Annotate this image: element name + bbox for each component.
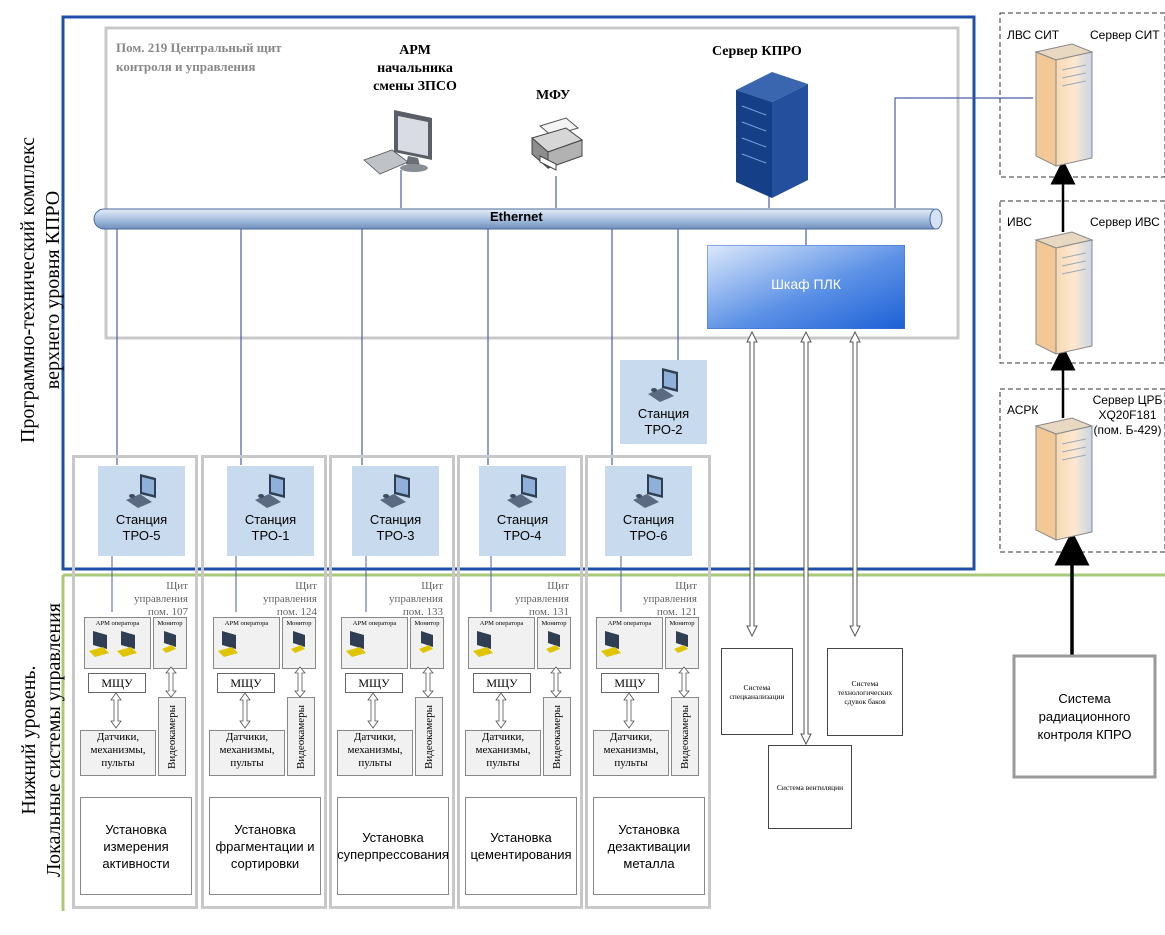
cameras-box-3: Видеокамеры bbox=[415, 697, 443, 776]
mcu-box-2: МЩУ bbox=[217, 673, 275, 693]
lvs-sit-label: ЛВС СИТ bbox=[1007, 28, 1060, 42]
upper-level-frame bbox=[61, 15, 976, 571]
unit-frame-1 bbox=[72, 455, 198, 909]
operator-pc-icon bbox=[473, 631, 493, 657]
monitor-icon bbox=[291, 631, 305, 653]
arm-operator-3[interactable]: АРМ оператора bbox=[341, 617, 408, 669]
server-sit-label: Сервер СИТ bbox=[1090, 28, 1160, 42]
monitor-icon bbox=[546, 631, 560, 653]
sensors-box-1: Датчики,механизмы,пульты bbox=[80, 730, 156, 776]
server-sit-icon[interactable] bbox=[1032, 42, 1096, 170]
mcu-box-1: МЩУ bbox=[88, 673, 146, 693]
operator-pc-icon bbox=[601, 631, 621, 657]
arm-operator-5[interactable]: АРМ оператора bbox=[596, 617, 663, 669]
station-label-line-1: Станция bbox=[637, 406, 690, 421]
arm-operator-2[interactable]: АРМ оператора bbox=[213, 617, 280, 669]
ethernet-label: Ethernet bbox=[490, 209, 543, 224]
server-kpro-label: Сервер КПРО bbox=[712, 44, 802, 59]
room-219-frame bbox=[104, 26, 960, 340]
station-tro-2[interactable]: Станция ТРО-2 bbox=[620, 360, 707, 444]
ivs-label: ИВС bbox=[1007, 215, 1032, 229]
computer-icon bbox=[647, 368, 678, 402]
monitor-3[interactable]: Монитор bbox=[410, 617, 444, 669]
arm-operator-1[interactable]: АРМ оператора bbox=[84, 617, 151, 669]
server-kpro-icon[interactable] bbox=[734, 70, 810, 200]
monitor-2[interactable]: Монитор bbox=[282, 617, 316, 669]
ethernet-bus bbox=[93, 208, 943, 230]
sensors-box-5: Датчики,механизмы,пульты bbox=[593, 730, 669, 776]
plc-label: Шкаф ПЛК bbox=[771, 276, 841, 292]
monitor-4[interactable]: Монитор bbox=[537, 617, 571, 669]
cameras-box-2: Видеокамеры bbox=[287, 697, 315, 776]
room-title: Пом. 219 Центральный щит контроля и упра… bbox=[116, 38, 282, 76]
cameras-box-4: Видеокамеры bbox=[543, 697, 571, 776]
unit-frame-2 bbox=[201, 455, 327, 909]
unit-frame-3 bbox=[329, 455, 455, 909]
operator-pc-icon bbox=[218, 631, 238, 657]
computer-icon bbox=[379, 474, 410, 508]
mfu-label: МФУ bbox=[536, 88, 571, 103]
station-label-line-2: ТРО-2 bbox=[644, 422, 683, 437]
cameras-box-5: Видеокамеры bbox=[671, 697, 699, 776]
monitor-1[interactable]: Монитор bbox=[153, 617, 187, 669]
sensors-box-4: Датчики,механизмы,пульты bbox=[465, 730, 541, 776]
unit-arrows bbox=[110, 666, 690, 729]
workstation-icon[interactable] bbox=[362, 106, 442, 182]
server-ivs-label: Сервер ИВС bbox=[1090, 215, 1160, 229]
room-title-line-2: контроля и управления bbox=[116, 59, 256, 74]
mcu-box-3: МЩУ bbox=[345, 673, 403, 693]
operator-pc-icon bbox=[346, 631, 366, 657]
server-crb-icon[interactable] bbox=[1032, 416, 1096, 544]
asrk-label: АСРК bbox=[1007, 403, 1039, 417]
diagram-wires bbox=[61, 12, 1165, 911]
computer-icon bbox=[506, 474, 537, 508]
room-title-line-1: Пом. 219 Центральный щит bbox=[116, 40, 282, 55]
monitor-icon bbox=[162, 631, 176, 653]
printer-icon[interactable] bbox=[526, 116, 586, 176]
cameras-box-1: Видеокамеры bbox=[158, 697, 186, 776]
monitor-5[interactable]: Монитор bbox=[665, 617, 699, 669]
system-ventilation: Система вентиляции bbox=[768, 745, 852, 829]
unit-frame-5 bbox=[585, 455, 711, 909]
computer-icon bbox=[632, 474, 663, 508]
computer-icon bbox=[254, 474, 285, 508]
plc-box bbox=[707, 245, 905, 329]
operator-pc-icon bbox=[89, 631, 137, 657]
computer-icon bbox=[125, 474, 156, 508]
unit-frame-4 bbox=[457, 455, 583, 909]
monitor-icon bbox=[674, 631, 688, 653]
monitor-icon bbox=[419, 631, 433, 653]
mcu-box-5: МЩУ bbox=[601, 673, 659, 693]
sensors-box-2: Датчики,механизмы,пульты bbox=[209, 730, 285, 776]
arm-operator-4[interactable]: АРМ оператора bbox=[468, 617, 535, 669]
sensors-box-3: Датчики,механизмы,пульты bbox=[337, 730, 413, 776]
server-ivs-icon[interactable] bbox=[1032, 230, 1096, 358]
mcu-box-4: МЩУ bbox=[473, 673, 531, 693]
